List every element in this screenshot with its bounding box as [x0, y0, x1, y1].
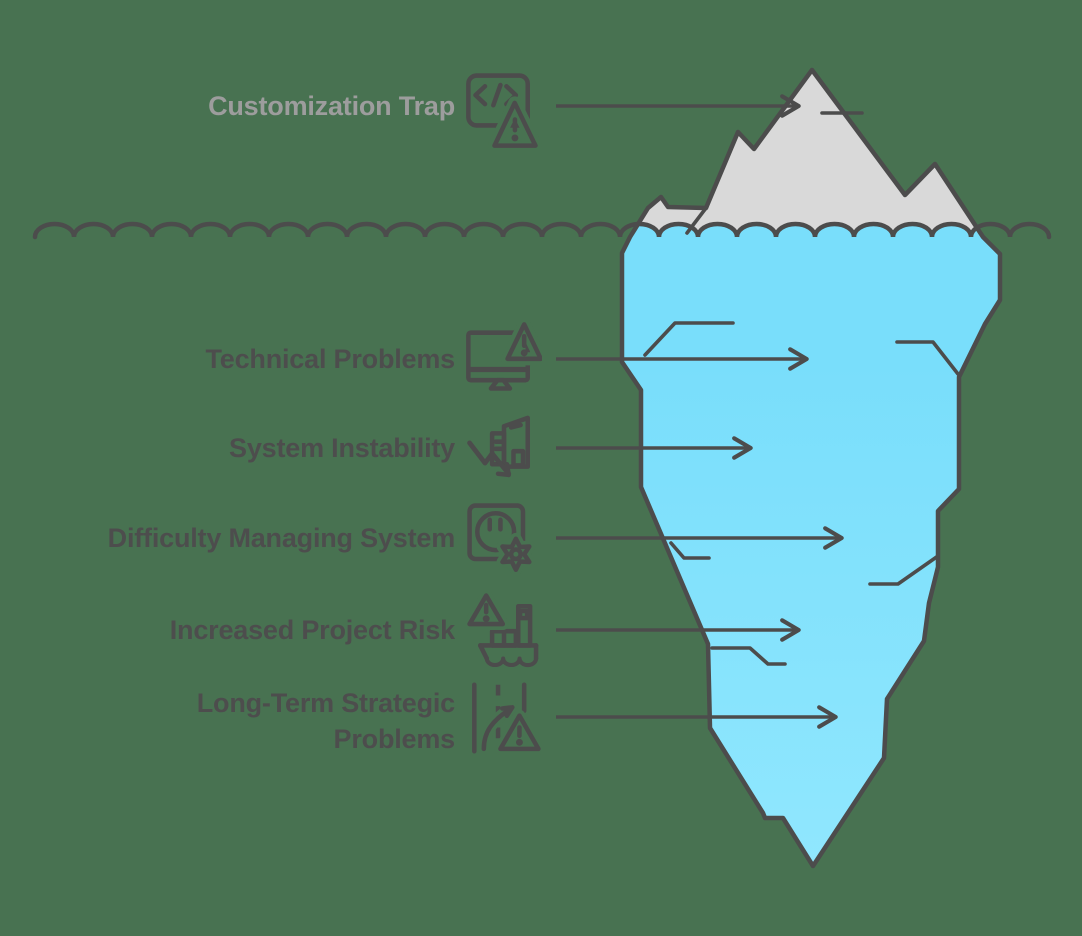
waterline [32, 221, 1052, 240]
ship-warning-icon [466, 592, 539, 668]
iceberg-cracks-below [643, 321, 960, 666]
system-gear-icon [467, 503, 536, 576]
label-long-term-strategic-problems: Long-Term Strategic Problems [196, 688, 455, 754]
code-warning-icon [466, 73, 542, 148]
monitor-warning-icon [466, 322, 542, 391]
label-customization-trap: Customization Trap [208, 91, 455, 121]
label-increased-project-risk: Increased Project Risk [169, 615, 455, 645]
label-difficulty-managing-system: Difficulty Managing System [107, 523, 456, 553]
label-technical-problems: Technical Problems [205, 344, 456, 374]
building-decline-icon [467, 415, 531, 478]
iceberg-outline [619, 67, 1003, 869]
iceberg-below-water-fill [622, 224, 1000, 866]
label-system-instability: System Instability [229, 433, 455, 463]
connector-arrows [556, 94, 844, 729]
road-warning-icon [472, 682, 542, 755]
